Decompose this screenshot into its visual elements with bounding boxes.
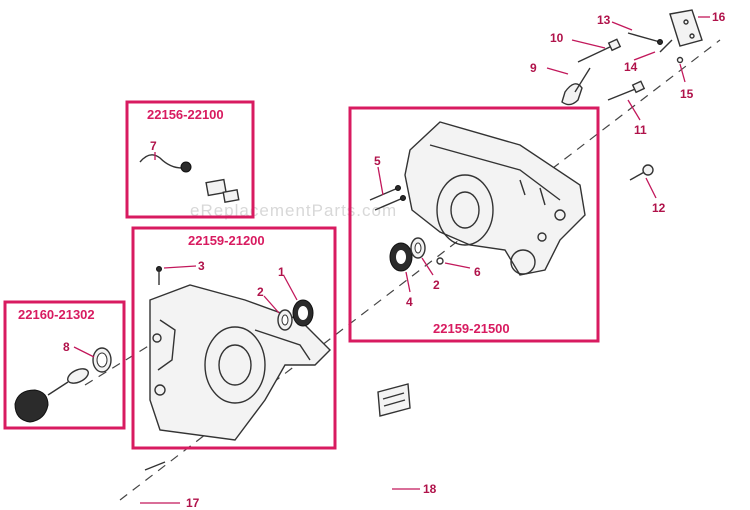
- callout-14: 14: [624, 60, 638, 74]
- callout-4: 4: [406, 295, 413, 309]
- screw-part[interactable]: [629, 164, 654, 181]
- kit-label: 22156-22100: [147, 107, 224, 122]
- pin-part[interactable]: [156, 266, 162, 286]
- callout-11: 11: [634, 123, 647, 137]
- bolt-part[interactable]: [607, 80, 646, 101]
- kit-box-22160-21302[interactable]: 22160-21302: [3, 300, 126, 430]
- watermark-text: eReplacementParts.com: [190, 201, 397, 220]
- callout-9: 9: [530, 61, 537, 75]
- long-bolt-part[interactable]: [577, 38, 622, 63]
- bottom-screw-part[interactable]: [144, 461, 166, 471]
- stud-part[interactable]: [369, 185, 406, 211]
- right-crankcase-half[interactable]: [404, 121, 586, 276]
- assembly-axis: [119, 39, 721, 501]
- dowel-pin-part[interactable]: [436, 257, 444, 265]
- callout-16: 16: [712, 10, 726, 24]
- callout-13: 13: [597, 13, 611, 27]
- callout-12: 12: [652, 201, 666, 215]
- plate-part[interactable]: [669, 9, 703, 47]
- pump-cap-part[interactable]: [14, 366, 91, 423]
- gasket-part[interactable]: [377, 383, 411, 417]
- kit-label: 22159-21200: [188, 233, 265, 248]
- callout-7: 7: [150, 139, 157, 153]
- callout-6: 6: [474, 265, 481, 279]
- callout-17: 17: [186, 496, 200, 510]
- callout-5: 5: [374, 154, 381, 168]
- bearing-right-part[interactable]: [389, 242, 413, 272]
- callout-8: 8: [63, 340, 70, 354]
- callout-2b: 2: [433, 278, 440, 292]
- callout-15: 15: [680, 87, 694, 101]
- kit-label: 22159-21500: [433, 321, 510, 336]
- callout-3: 3: [198, 259, 205, 273]
- chain-catcher-part[interactable]: [561, 67, 591, 106]
- kit-box-22159-21200[interactable]: 22159-21200: [131, 226, 337, 450]
- callout-18: 18: [423, 482, 437, 496]
- kit-label: 22160-21302: [18, 307, 95, 322]
- seal-right-part[interactable]: [410, 237, 426, 259]
- wire-switch-part[interactable]: [139, 154, 240, 203]
- oil-seal-part[interactable]: [92, 347, 112, 373]
- callout-10: 10: [550, 31, 564, 45]
- seal-left-part[interactable]: [277, 309, 293, 331]
- callout-2a: 2: [257, 285, 264, 299]
- assembly-axis-lower: [84, 344, 151, 386]
- bearing-left-part[interactable]: [292, 299, 314, 327]
- spring-part[interactable]: [659, 39, 673, 53]
- callout-1: 1: [278, 265, 285, 279]
- kit-box-22159-21500[interactable]: 22159-21500: [348, 106, 600, 343]
- kit-box-22156-22100[interactable]: 22156-22100: [125, 100, 255, 219]
- adjust-screw-part[interactable]: [627, 32, 663, 45]
- small-pin-part[interactable]: [676, 56, 684, 64]
